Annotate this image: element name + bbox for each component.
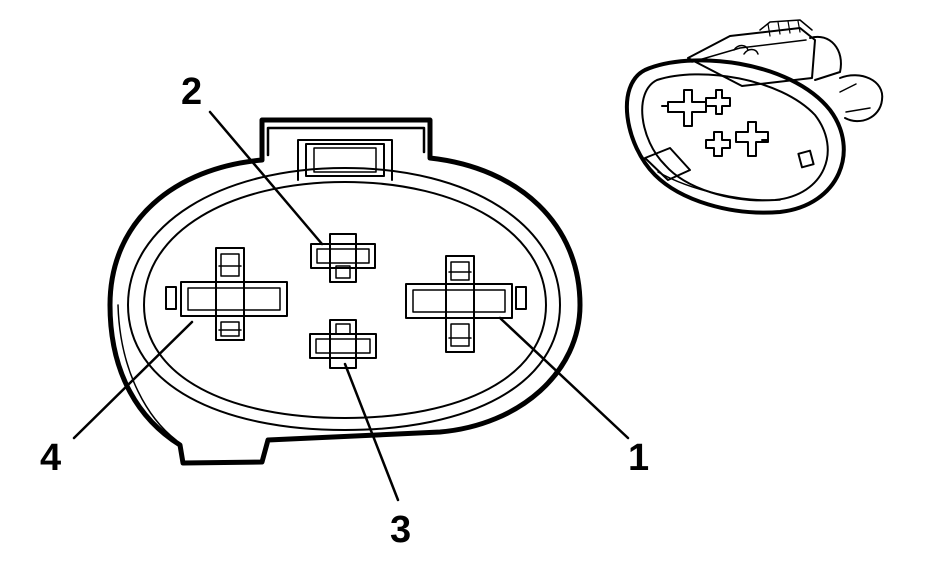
connector-housing-outline <box>107 117 583 466</box>
terminal-1 <box>405 255 527 353</box>
inner-face-ring <box>143 181 547 419</box>
callout-3: 3 <box>390 509 411 551</box>
leader-line-4 <box>72 320 194 440</box>
callout-4: 4 <box>40 437 61 479</box>
terminal-2 <box>310 233 376 283</box>
inner-seal-ring <box>127 167 561 431</box>
latch-tab <box>266 126 426 181</box>
terminal-4 <box>165 247 288 341</box>
leader-line-3 <box>343 362 400 502</box>
terminal-3 <box>309 319 377 369</box>
connector-perspective-icon <box>624 19 884 215</box>
leader-line-1 <box>498 316 630 440</box>
callout-1: 1 <box>628 437 649 479</box>
leader-line-2 <box>208 110 324 246</box>
callout-2: 2 <box>181 71 202 113</box>
connector-face <box>72 110 630 502</box>
